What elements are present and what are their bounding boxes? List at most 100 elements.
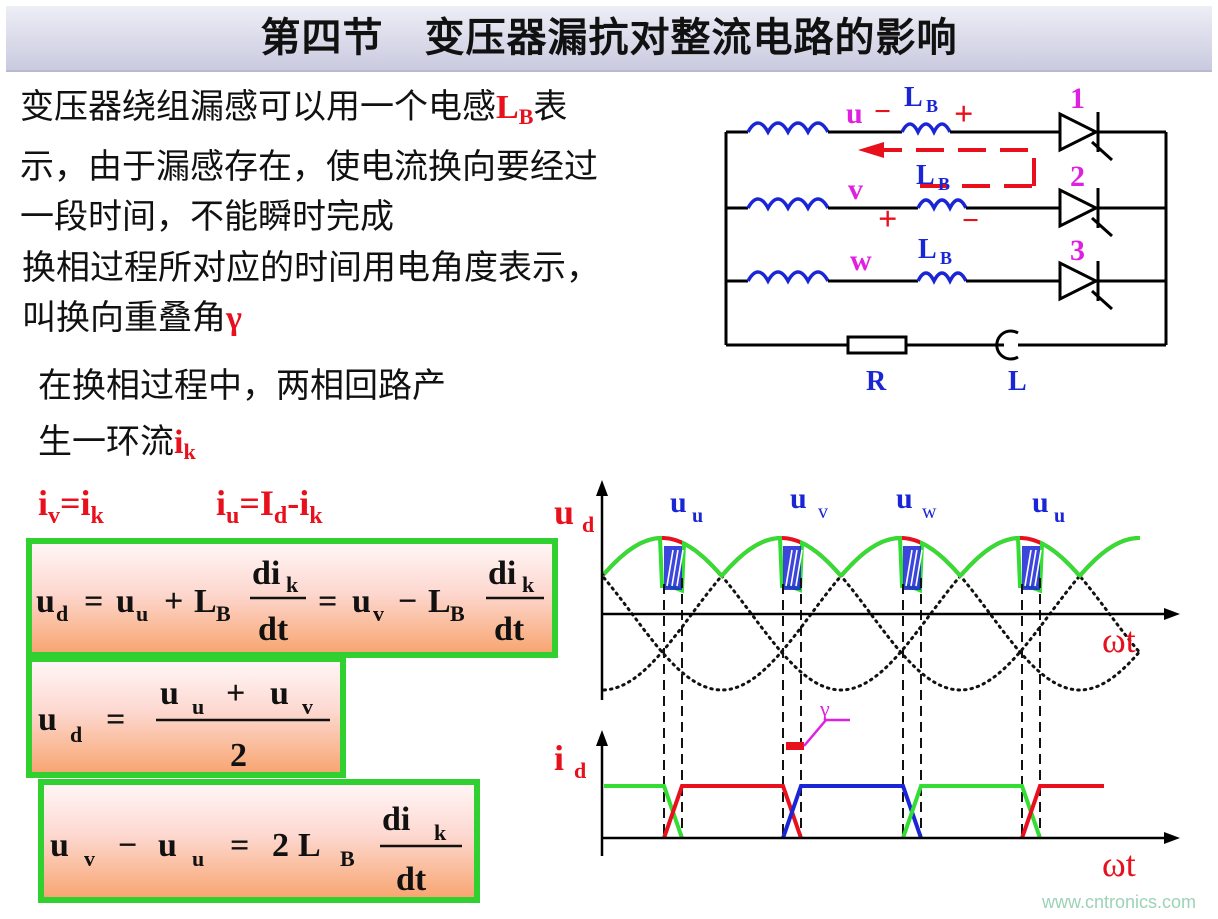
phase-w-row [726,260,1166,311]
iv-b-sub: k [90,503,104,529]
id-axis-sub: d [574,758,586,783]
overlap-hatch-3-1 [905,549,913,587]
load-inductor-label: L [1008,366,1027,397]
wt-label-bottom: ωt [1102,844,1136,884]
iu-sub: u [226,503,240,529]
f3-num-sub: k [434,820,447,845]
w-winding [746,270,830,285]
f3-uv: u [50,827,69,864]
f1-uu-sub: u [136,601,148,626]
id-phase-current-1 [604,784,684,839]
circulating-line-1: 在换相过程中，两相回路产 [38,366,446,406]
f3-uu-sub: u [192,846,204,871]
overlap-line-2: 叫换向重叠角 [22,298,226,338]
f1-uv-sub: v [373,601,384,626]
f2-uu-sub: u [192,694,204,719]
gamma-label: γ [819,696,830,721]
overlap-text: 换相过程所对应的时间用电角度表示， 叫换向重叠角γ [22,243,600,344]
overlap-hatch-1-2 [671,549,679,587]
circulating-text: 在换相过程中，两相回路产 生一环流ik [38,358,446,480]
f1-ud-sub: d [56,601,68,626]
id-axis-label: i [554,738,564,778]
iv-sub: v [48,503,61,529]
ud-axis-arrow [596,480,608,496]
title-bar: 第四节 变压器漏抗对整流电路的影响 [6,6,1212,72]
overlap-hatch-1-3 [676,549,684,587]
gamma-symbol: γ [226,300,242,337]
thyristor-3-gate [1090,289,1114,311]
v-plus-sign: + [878,201,897,238]
f1-plus: + [164,583,183,620]
f1-lb2-sub: B [450,601,465,626]
v-winding [746,197,830,212]
iu-minus: - [287,483,300,523]
f1-eq2: = [318,583,337,620]
f2-ud: u [38,701,57,738]
f2-uu: u [160,675,179,712]
phase-label-uu-1-sub: u [692,505,703,527]
iu-equation: iu=Id-ik [216,482,323,530]
gamma-leader [803,718,850,747]
f2-eq: = [106,701,125,738]
f1-eq: = [84,583,103,620]
circulating-current-path [858,142,1036,188]
iu-c: i [299,483,310,523]
f1-lb: L [194,583,217,620]
f3-eq: = [230,827,249,864]
f3-lb-sub: B [340,846,355,871]
u-leakage-inductor [900,122,952,136]
f1-den: dt [258,611,289,648]
thyristor-2-label: 2 [1070,160,1085,193]
f2-uv: u [270,675,289,712]
waveform-chart: u d i d ωt ωt u u u v u w u u γ [554,480,1180,884]
intro-text: 变压器绕组漏感可以用一个电感LB表 示，由于漏感存在，使电流换向要经过 一段时间… [20,82,598,242]
phase-label-uu-1: u [670,486,687,519]
iv-i: i [38,483,49,523]
gamma-marker [786,742,804,750]
phase-v-row [726,187,1166,238]
ik-top-dash [884,148,1036,186]
f1-uv: u [352,583,371,620]
phase-v-label: v [848,173,863,206]
w-leakage-inductor [916,271,968,285]
ud-time-axis-arrow [1164,608,1180,620]
f1-den2: dt [494,611,525,648]
phase-u-row [726,111,1166,162]
thyristor-2 [1058,187,1100,229]
overlap-hatch-4-1 [1024,549,1032,587]
f2-den: 2 [230,737,247,774]
f2-uv-sub: v [302,694,313,719]
resistor-label: R [866,366,887,397]
f1-num-sub: k [286,572,299,597]
intro-line-2: 示，由于漏感存在，使电流换向要经过 [20,147,598,187]
iv-eq: = [60,483,81,523]
overlap-hatch-3-3 [915,549,923,587]
thyristor-1 [1058,111,1100,153]
thyristor-1-label: 1 [1070,82,1085,115]
v-minus-sign: − [962,204,979,237]
overlap-hatch-2-1 [785,549,793,587]
thyristor-3-label: 3 [1070,234,1085,267]
circuit-diagram [724,111,1168,361]
thyristor-1-gate [1090,140,1114,162]
f2-plus: + [226,675,245,712]
iu-eq: = [239,483,260,523]
f3-minus: − [118,827,137,864]
formula-2: u d = u u + u v 2 [38,675,330,774]
iu-b: I [259,483,274,523]
wave-curves [602,535,1142,839]
intro-line-1: 变压器绕组漏感可以用一个电感 [20,87,496,127]
f1-uu: u [116,583,135,620]
iu-c-sub: k [309,503,323,529]
overlap-line-1: 换相过程所对应的时间用电角度表示， [22,248,600,288]
f1-lb2: L [428,583,451,620]
u-winding [746,121,830,136]
page-title: 第四节 变压器漏抗对整流电路的影响 [260,14,958,61]
load-inductor [995,329,1019,361]
lb-subscript: B [518,104,534,129]
f2-ud-sub: d [70,722,82,747]
overlap-hatch-4-2 [1029,549,1037,587]
overlap-hatch-1-1 [666,549,674,587]
f1-num2: di [488,555,516,592]
ud-axis-label: u [554,492,574,532]
